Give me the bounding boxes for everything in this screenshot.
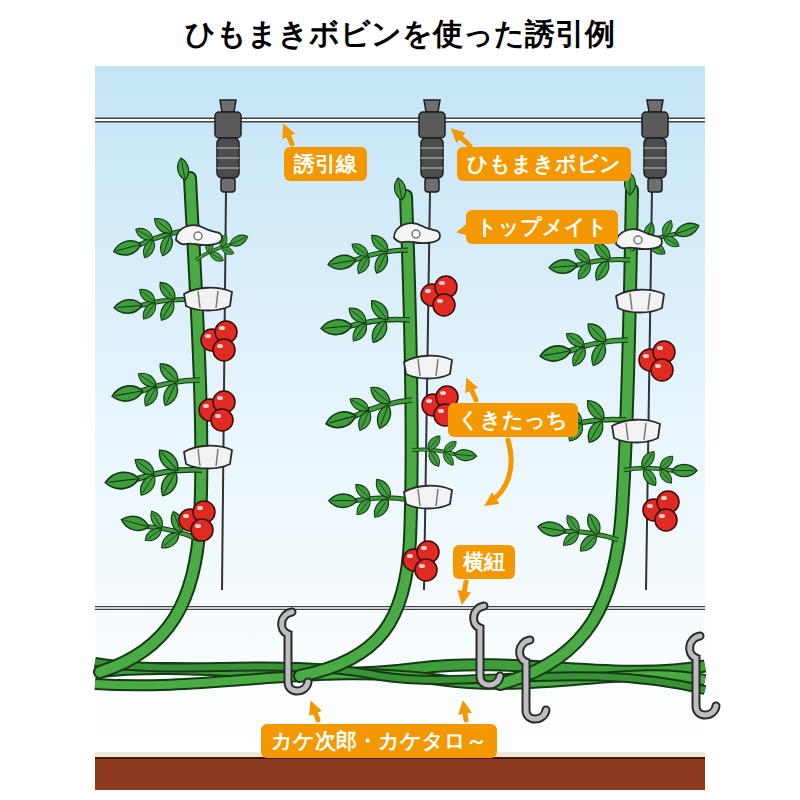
drawing-part [282,612,308,691]
drawing-part [463,582,466,598]
drawing-part [215,100,241,192]
drawing-part [616,229,662,249]
drawing-part [404,486,452,509]
drawing-part [318,373,419,449]
drawing-part [424,190,430,590]
drawing-part [534,312,633,382]
drawing-part [106,352,205,422]
drawing-part [616,290,664,313]
drawing-part [184,288,232,311]
drawing-part [456,133,470,146]
leaves [100,157,705,558]
tomatoes [179,276,679,581]
drawing-part [184,446,232,469]
bobbins [215,100,668,192]
drawing-part [690,636,716,715]
callout-label: 横紐 [453,545,515,579]
drawing-part [95,662,705,690]
drawing-part [176,225,222,245]
drawing-part [393,177,408,201]
drawing-part [176,157,191,181]
callout-text: トップメイト [476,214,608,240]
drawing-part [464,707,466,720]
drawing-part [95,662,705,690]
drawing-part [520,640,546,719]
drawing-part [394,223,440,243]
drawing-part [199,391,235,431]
clips [176,223,664,508]
drawing-part [612,420,660,443]
drawing-part [643,491,679,531]
title: ひもまきボビンを使った誘引例 [0,14,800,55]
drawing-part [179,501,215,541]
drawing-part [639,341,675,381]
stems [100,178,632,684]
callout-text: 横紐 [463,549,505,575]
drawing-part [95,119,705,121]
drawing-part [421,276,457,316]
drawing-part [100,178,201,672]
drawing-part [490,440,511,502]
drawing-part [404,356,452,379]
callout-text: 誘引線 [294,151,357,177]
drawing-part [474,606,500,685]
drawing-part [317,292,414,355]
guide-strings [222,190,652,590]
soil [95,758,705,790]
sky [95,66,705,758]
drawing-part [469,384,476,400]
drawing-part [201,321,237,361]
drawing-part [623,447,699,493]
callout-label: くきたっち [448,403,578,437]
callout-label: 誘引線 [284,147,367,181]
callout-label: カケ次郎・カケタロ～ [261,724,497,758]
callout-label: ひもまきボビン [457,147,631,181]
top-wire [95,120,705,121]
ground-vines [95,662,705,690]
drawing-part [535,507,620,558]
drawing-part [95,118,705,123]
drawing-part [286,130,292,144]
drawing-part [642,100,668,192]
callout-text: カケ次郎・カケタロ～ [271,728,487,754]
drawing-part [300,196,412,676]
callout-label: トップメイト [466,210,618,244]
callout-text: ひもまきボビン [467,151,621,177]
hooks [282,606,716,719]
drawing-part [100,178,201,672]
drawing-part [403,541,439,581]
callout-text: くきたっち [458,407,568,433]
drawing-part [327,474,412,525]
drawing-part [300,196,412,676]
drawing-part [419,100,445,192]
drawing-part [313,707,318,720]
